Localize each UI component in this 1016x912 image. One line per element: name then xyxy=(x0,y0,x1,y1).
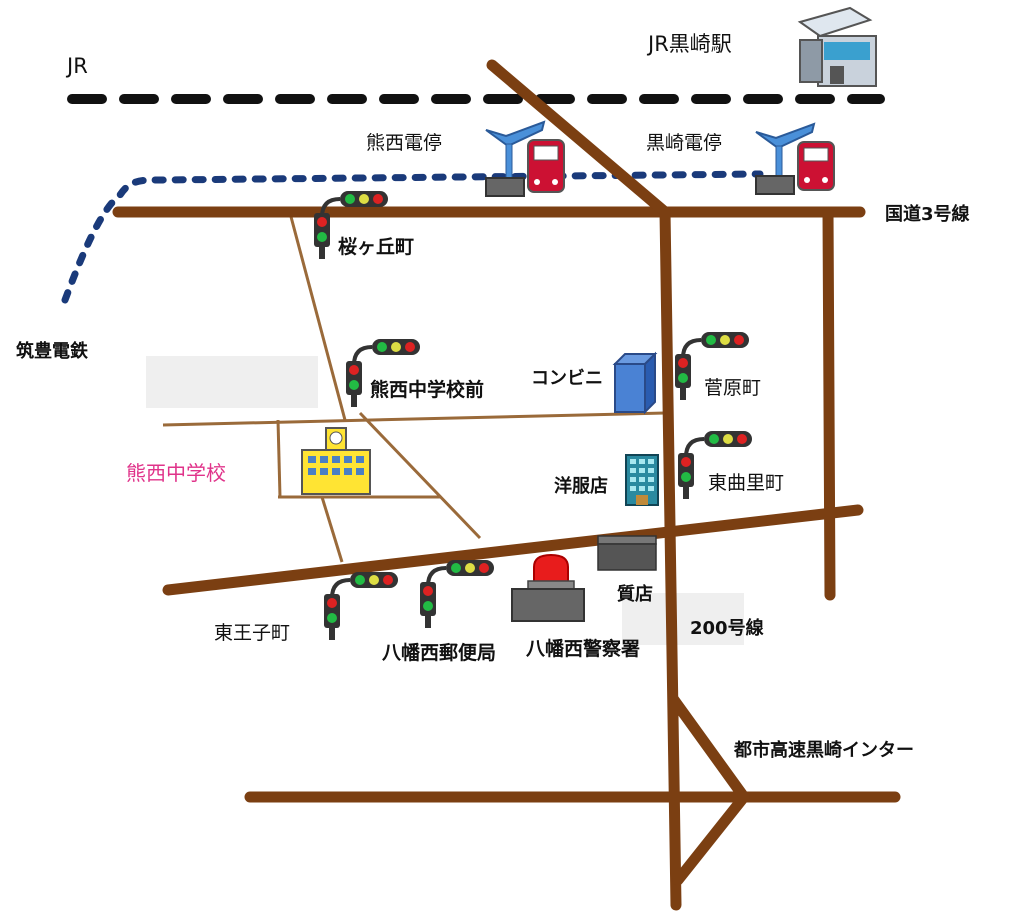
main-roads xyxy=(112,59,901,911)
higashi-ouji-label: 東王子町 xyxy=(214,622,291,644)
kumanishi-stop-label: 熊西電停 xyxy=(366,132,443,154)
pawn-shop-icon xyxy=(597,535,657,571)
chikuho-tram-line xyxy=(61,170,764,304)
traffic-signal-icon xyxy=(418,558,496,630)
traffic-signal-icon xyxy=(322,570,400,642)
train-icon xyxy=(527,139,565,193)
kumanishi-jhs-label: 熊西中学校 xyxy=(126,461,226,485)
kumanishi-jhs-mae-label: 熊西中学校前 xyxy=(370,379,485,401)
sugawara-label: 菅原町 xyxy=(704,377,762,399)
sakuragaoka-label: 桜ヶ丘町 xyxy=(338,236,415,258)
jr-kurosaki-station-label: JR黒崎駅 xyxy=(648,32,732,56)
route200-label: 200号線 xyxy=(690,618,764,639)
tram-stop-icon xyxy=(485,120,546,197)
minor-roads xyxy=(162,212,666,563)
route3-label: 国道3号線 xyxy=(885,204,970,225)
chikuho-label: 筑豊電鉄 xyxy=(16,341,88,362)
school-icon xyxy=(301,427,371,495)
station-icon xyxy=(797,6,877,87)
pawn-shop-label: 質店 xyxy=(617,584,653,605)
police-siren-icon xyxy=(511,553,585,622)
yahata-police-label: 八幡西警察署 xyxy=(526,638,641,660)
kurosaki-stop-label: 黒崎電停 xyxy=(646,132,723,154)
train-icon xyxy=(797,141,835,191)
tram-stop-icon xyxy=(755,122,816,195)
higashi-magari-label: 東曲里町 xyxy=(708,472,785,494)
toshi-kousoku-label: 都市高速黒崎インター xyxy=(734,740,914,761)
convenience-label: コンビニ xyxy=(531,368,603,389)
clothing-store-label: 洋服店 xyxy=(554,476,608,497)
convenience-store-icon xyxy=(612,351,658,415)
yahata-post-office-label: 八幡西郵便局 xyxy=(382,642,497,664)
redacted-area xyxy=(146,356,318,408)
redacted-area xyxy=(622,593,744,645)
jr-line-label: JR xyxy=(67,54,88,78)
office-building-icon xyxy=(625,454,659,506)
